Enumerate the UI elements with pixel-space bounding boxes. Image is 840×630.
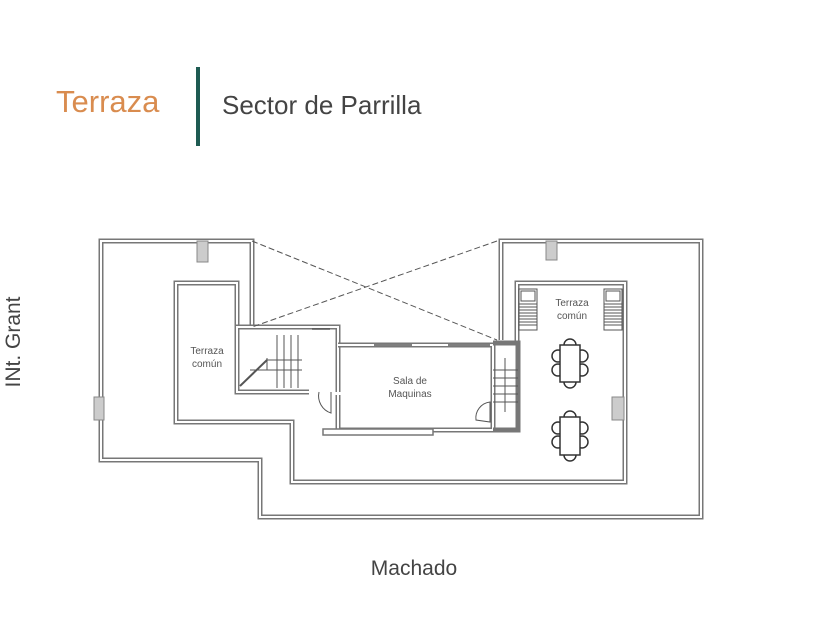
walls: [98, 238, 704, 520]
terrace-right-label-2: común: [557, 311, 587, 322]
terrace-left-label-1: Terraza: [190, 346, 224, 357]
title-divider: [196, 67, 200, 146]
dining-table-1: [551, 338, 589, 389]
stairs-left: [239, 335, 332, 414]
street-label-left: INt. Grant: [2, 296, 25, 388]
page-subtitle: Sector de Parrilla: [222, 90, 422, 120]
dining-table-2: [551, 410, 589, 462]
void-dashed-lines: [251, 240, 498, 341]
terrace-right-label-1: Terraza: [555, 298, 589, 309]
stairs-right: [475, 358, 518, 423]
machine-room-label-2: Maquinas: [388, 389, 431, 400]
page-title: Terraza: [56, 84, 160, 119]
grill-louvres: [518, 288, 623, 331]
columns: [93, 240, 625, 421]
machine-room-label-1: Sala de: [393, 376, 427, 387]
terrace-left-label-2: común: [192, 359, 222, 370]
street-label-bottom: Machado: [370, 557, 458, 580]
glazing: [312, 328, 490, 346]
